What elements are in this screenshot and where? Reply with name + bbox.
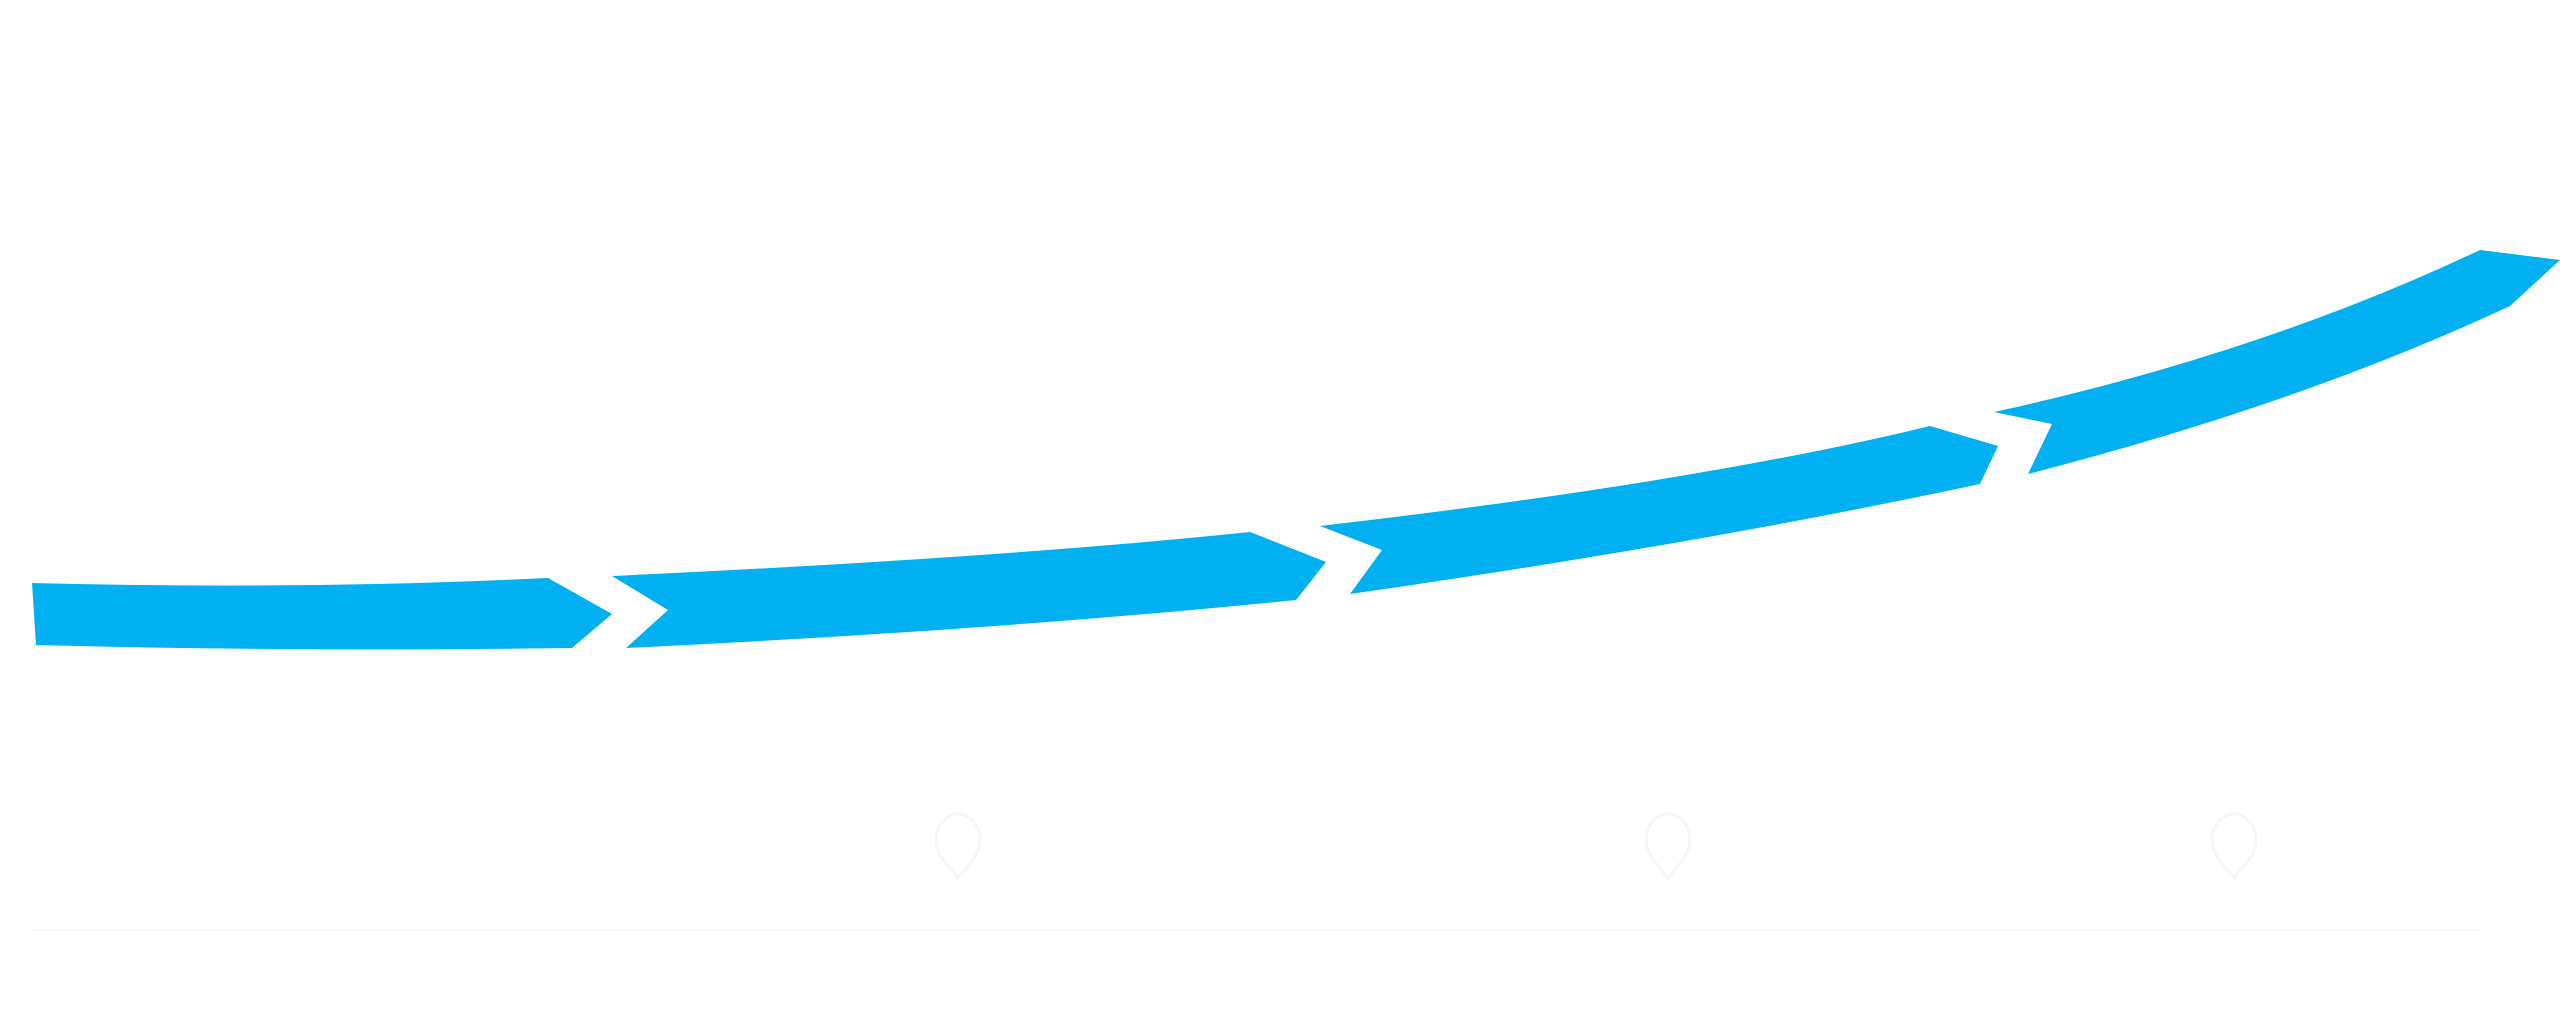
map-pin-icon	[934, 812, 982, 881]
arrow-segment-3	[1320, 426, 1998, 594]
arrow-segment-4	[1994, 250, 2560, 474]
arrow-segment-1	[32, 578, 612, 650]
map-pin-icon	[2210, 812, 2258, 881]
map-pin-icon	[1644, 812, 1692, 881]
arrow-segment-2	[612, 532, 1326, 648]
